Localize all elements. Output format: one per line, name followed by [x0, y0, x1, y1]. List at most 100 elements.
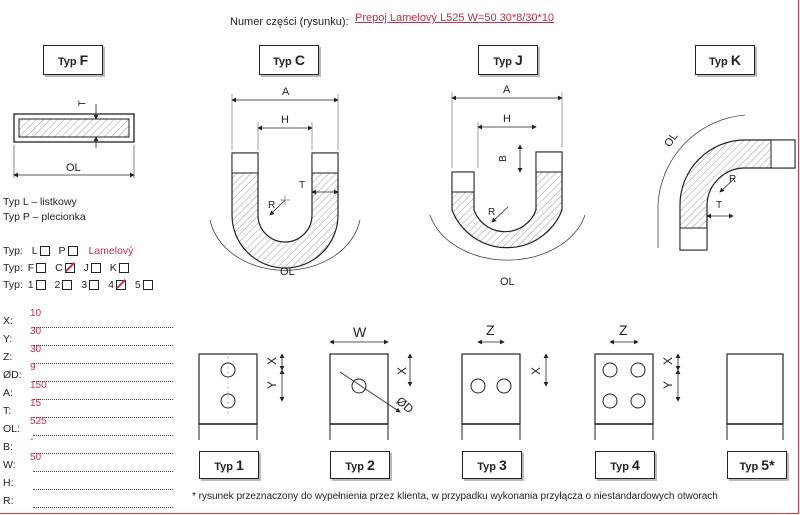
- dim-a-j: A: [503, 84, 511, 96]
- option-4-checkbox[interactable]: [115, 280, 126, 291]
- field-h-label: H:: [3, 477, 14, 489]
- option-5-checkbox[interactable]: [142, 280, 153, 291]
- type-5-box: Typ 5*: [727, 451, 787, 479]
- field-ol-value[interactable]: 525: [30, 416, 47, 427]
- dim-z-4: Z: [619, 322, 628, 338]
- field-d-line: [33, 381, 173, 382]
- field-ol[interactable]: OL: 525: [3, 416, 173, 436]
- material-value: Lamelový: [88, 245, 134, 257]
- type-c-prefix: Typ: [273, 56, 292, 68]
- option-k-checkbox[interactable]: [118, 263, 129, 274]
- field-r-line: [33, 507, 173, 508]
- field-h-line: [33, 489, 173, 490]
- type-1-box: Typ 1: [199, 451, 259, 479]
- field-t-line: [33, 417, 173, 418]
- type-4-drawing: [594, 339, 681, 440]
- dim-t-c: T: [299, 180, 306, 191]
- dim-z-3: Z: [486, 322, 495, 338]
- type-f-prefix: Typ: [57, 56, 77, 68]
- field-y-line: [33, 345, 173, 346]
- dim-w-2: W: [353, 324, 367, 340]
- field-b[interactable]: B: -: [3, 434, 173, 454]
- option-5-label: 5: [134, 279, 141, 291]
- field-x-line: [33, 327, 173, 328]
- field-b-value[interactable]: -: [30, 434, 34, 445]
- type-4-num: 4: [632, 457, 640, 473]
- option-2-label: 2: [54, 279, 61, 291]
- field-t-label: T:: [3, 405, 12, 417]
- type-f-drawing: [13, 104, 135, 178]
- field-a-value[interactable]: 150: [30, 380, 47, 391]
- option-f-label: F: [27, 262, 35, 274]
- field-x[interactable]: X:10: [3, 308, 173, 328]
- option-j-label: J: [83, 262, 89, 274]
- type-j-letter: J: [515, 52, 523, 68]
- type-5-num: 5*: [761, 457, 775, 473]
- field-h[interactable]: H:: [3, 477, 173, 490]
- type-k-prefix: Typ: [709, 56, 728, 68]
- field-z-line: [33, 363, 173, 364]
- dim-ol-f: OL: [66, 162, 81, 174]
- selector-material-label: Typ:: [3, 245, 23, 257]
- dim-r-c: R: [268, 200, 276, 211]
- legend-plecionka: Typ P – plecionka: [3, 211, 86, 223]
- field-y-label: Y:: [3, 333, 13, 345]
- option-3-label: 3: [81, 279, 88, 291]
- type-f-box: Typ F: [43, 45, 103, 75]
- field-w-value[interactable]: 50: [30, 452, 42, 463]
- part-number-label: Numer części (rysunku):: [230, 16, 349, 28]
- option-2-checkbox[interactable]: [62, 280, 73, 291]
- type-c-drawing: [209, 94, 361, 271]
- option-c-checkbox[interactable]: [64, 263, 75, 274]
- selector-material: Typ: L P Lamelový: [3, 245, 133, 257]
- field-r[interactable]: R:: [3, 495, 173, 508]
- dim-r-k: R: [729, 174, 737, 185]
- type-f-letter: F: [79, 52, 89, 68]
- option-f-checkbox[interactable]: [36, 263, 47, 274]
- dim-y-1: Y: [265, 380, 280, 390]
- field-d[interactable]: ØD: 9: [3, 362, 173, 382]
- part-number-value[interactable]: Prepoj Lamelový L525 W=50 30*8/30*10: [355, 12, 555, 24]
- field-d-value[interactable]: 9: [30, 362, 36, 373]
- option-3-checkbox[interactable]: [89, 280, 100, 291]
- option-l-checkbox[interactable]: [39, 246, 50, 257]
- option-j-checkbox[interactable]: [90, 263, 101, 274]
- field-z-label: Z:: [3, 351, 13, 363]
- dim-ol-j: OL: [500, 276, 515, 288]
- dim-t-f: T: [77, 100, 89, 107]
- field-r-label: R:: [3, 495, 14, 507]
- field-b-label: B:: [3, 441, 13, 453]
- field-t-value[interactable]: 15: [30, 398, 42, 409]
- field-y-value[interactable]: 30: [30, 326, 42, 337]
- field-w[interactable]: W:50: [3, 452, 173, 472]
- type-3-box: Typ 3: [462, 451, 522, 479]
- field-ol-line: [33, 435, 173, 436]
- dim-ol-c: OL: [280, 266, 295, 278]
- type-5-prefix: Typ: [739, 461, 759, 473]
- dim-x-1: X: [265, 356, 280, 366]
- dim-h-c: H: [281, 114, 289, 126]
- type-2-prefix: Typ: [345, 461, 364, 473]
- type-4-box: Typ 4: [595, 451, 655, 479]
- type-k-drawing: [657, 114, 796, 251]
- selector-shape-label: Typ:: [3, 262, 23, 274]
- type-k-letter: K: [730, 52, 741, 68]
- field-ol-label: OL:: [3, 423, 20, 435]
- field-a[interactable]: A: 150: [3, 380, 173, 400]
- selector-holes: Typ: 1 2 3 4 5: [3, 279, 159, 291]
- field-y[interactable]: Y: 30: [3, 326, 173, 346]
- type-1-num: 1: [236, 457, 244, 473]
- option-1-checkbox[interactable]: [35, 280, 46, 291]
- field-a-line: [33, 399, 173, 400]
- field-z[interactable]: Z: 30: [3, 344, 173, 364]
- type-k-box: Typ K: [695, 45, 755, 75]
- field-t[interactable]: T: 15: [3, 398, 173, 418]
- field-a-label: A:: [3, 387, 13, 399]
- option-p-checkbox[interactable]: [67, 246, 78, 257]
- dim-r-j: R: [488, 207, 496, 218]
- selector-shape: Typ: F C J K: [3, 262, 135, 274]
- field-x-value[interactable]: 10: [30, 308, 42, 319]
- field-z-value[interactable]: 30: [30, 344, 42, 355]
- option-c-label: C: [55, 262, 63, 274]
- field-d-label: ØD:: [3, 369, 22, 381]
